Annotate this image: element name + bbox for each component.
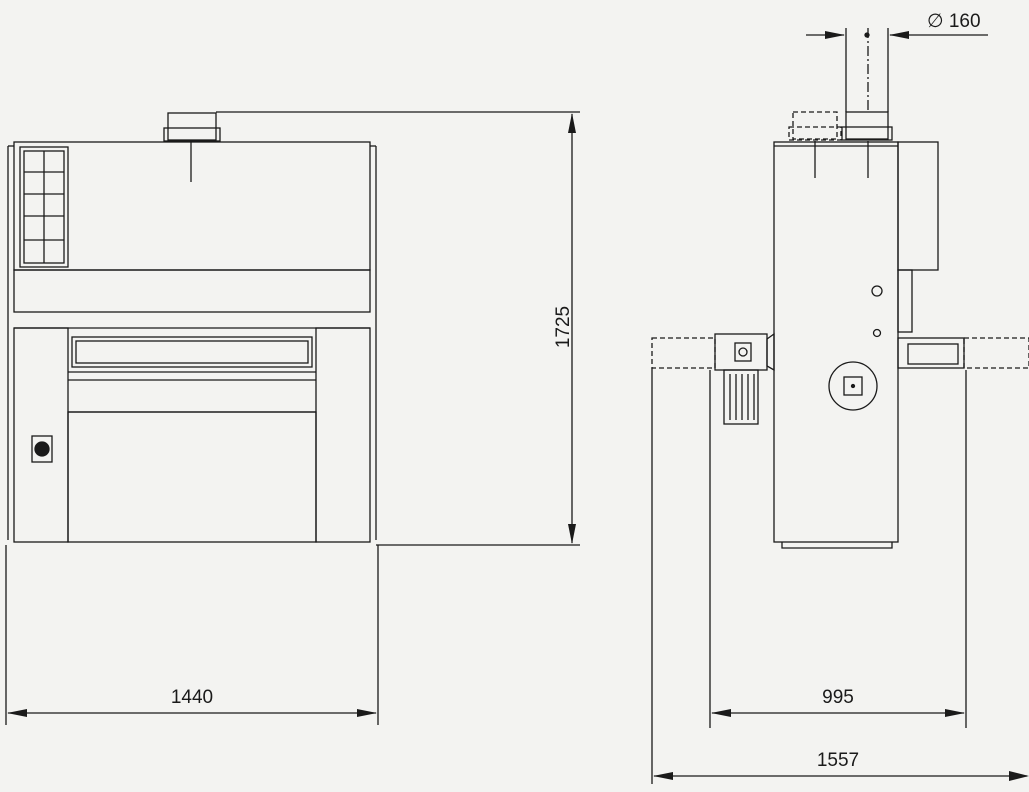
front-left-post xyxy=(13,327,69,543)
main-switch-knob xyxy=(34,441,50,457)
infeed-extension xyxy=(651,337,716,369)
side-back-cabinet xyxy=(897,141,939,271)
front-outlet-collar xyxy=(163,127,221,142)
side-outlet-collar xyxy=(841,126,893,141)
height-adjust-wheel xyxy=(828,361,878,411)
side-view xyxy=(651,111,1029,549)
front-right-post xyxy=(315,327,371,543)
side-dust-outlet xyxy=(845,111,889,140)
front-width-label: 1440 xyxy=(171,687,213,708)
side-knob-upper xyxy=(871,285,883,297)
front-view xyxy=(7,112,377,543)
side-outer-width-label: 1557 xyxy=(817,750,859,771)
side-inner-width-dimension xyxy=(709,370,967,728)
front-dust-outlet xyxy=(167,112,217,141)
feed-motor-gearbox xyxy=(714,333,768,371)
side-housing xyxy=(773,141,899,543)
outfeed-extension xyxy=(963,337,1029,369)
control-panel-grid xyxy=(19,146,69,268)
front-width-dimension xyxy=(5,545,379,725)
front-feed-band xyxy=(13,269,371,313)
side-inner-width-label: 995 xyxy=(822,687,854,708)
height-label: 1725 xyxy=(553,306,574,348)
outlet-diameter-label: ∅ 160 xyxy=(927,11,981,32)
height-dimension xyxy=(216,111,580,546)
front-lower-cabinet xyxy=(67,411,317,543)
main-switch xyxy=(31,435,53,463)
feed-motor xyxy=(723,369,759,425)
outfeed-table xyxy=(897,337,965,369)
side-outlet-alternate xyxy=(792,111,838,140)
side-knob-lower xyxy=(872,328,882,338)
outlet-diameter-dimension xyxy=(806,28,988,112)
side-outer-width-dimension xyxy=(651,368,1029,784)
conveyor-table xyxy=(71,336,313,368)
